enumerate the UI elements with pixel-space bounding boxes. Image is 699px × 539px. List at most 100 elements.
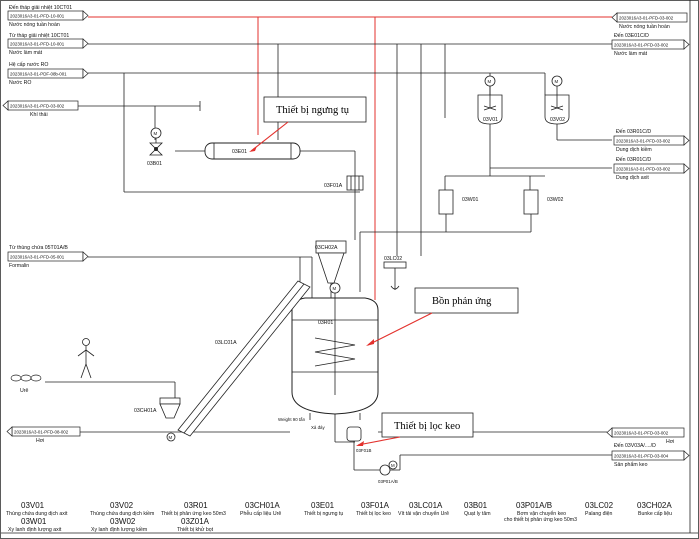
svg-text:Thiết bị ngưng tụ: Thiết bị ngưng tụ [304,511,343,517]
filter-03f01b: 03F01B [346,426,380,471]
svg-text:Xy lanh định lượng axit: Xy lanh định lượng axit [8,527,62,533]
legend-item: 03CH01A Phễu cấp liệu Urê [240,501,281,517]
svg-text:Bunke cấp liệu: Bunke cấp liệu [638,511,672,517]
hoist-tag: 03LC02 [384,256,402,262]
stream-code: 2023016A3-01-PFD-08-002 [14,430,69,435]
svg-text:cho thiết bị phản ứng keo 50m3: cho thiết bị phản ứng keo 50m3 [504,517,577,523]
cylinder-03w02: 03W02 [523,189,564,232]
svg-text:Thiết bị phản ứng keo 50m3: Thiết bị phản ứng keo 50m3 [161,511,226,517]
stream-code: 2023016A3-01-PFD-03-002 [619,16,674,21]
pump-03p01ab: M 03P01A/B [378,454,612,484]
svg-text:Palang điện: Palang điện [585,511,613,517]
motor-label: M [391,463,395,468]
stream-title: Từ thùng chứa 05T01A/B [9,245,68,251]
left-stream-1: Đến tháp giải nhiệt 10CT01 2023016A3-01-… [7,5,89,28]
svg-text:Vít tải vận chuyển Urê: Vít tải vận chuyển Urê [398,510,449,517]
tank-tag: 03V02 [550,117,565,123]
stream-sub: Nước nóng tuần hoàn [9,22,60,28]
svg-text:03F01A: 03F01A [361,501,390,510]
urea-bags: Urê [10,374,42,394]
stream-title: Đến tháp giải nhiệt 10CT01 [9,5,72,11]
right-stream-5: 2023016A3-01-PFD-03-002 Hơi [606,427,685,445]
right-stream-1: 2023016A3-01-PFD-03-002 Nước nóng tuần h… [611,12,688,30]
stream-sub: Khí thải [30,112,48,118]
legend-item: 03E01 Thiết bị ngưng tụ [304,501,343,517]
svg-text:Xy lanh định lượng kiềm: Xy lanh định lượng kiềm [91,527,147,533]
svg-text:03V02: 03V02 [110,501,134,510]
stream-sub: Hơi [666,439,674,445]
stream-code: 2023016A3-01-PFD-05-001 [10,255,65,260]
stream-sub: Dung dịch axit [616,175,649,181]
right-stream-6: Đến 03V03A/..../D 2023016A3-01-PFD-03-00… [611,443,690,468]
hoist-03lc02: 03LC02 [383,256,407,290]
condenser-03e01: 03E01 [175,142,356,240]
stream-sub: Nước làm mát [614,51,648,57]
stream-title: Từ tháp giải nhiệt 10CT01 [9,33,69,39]
screw-conveyor-03lc01a: 03LC01A [177,280,311,437]
legend-item: 03V02 Thùng chứa dung dịch kiềm 03W02 Xy… [90,501,154,533]
legend-item: 03R01 Thiết bị phản ứng keo 50m3 03Z01A … [161,501,226,533]
motor-label: M [169,435,173,440]
svg-text:Thùng chứa dung dịch axit: Thùng chứa dung dịch axit [6,511,68,517]
tank-tag: 03V01 [483,117,498,123]
svg-text:03LC02: 03LC02 [585,501,614,510]
defoamer-03f01a: 03F01A [324,175,364,191]
legend-item: 03B01 Quạt ly tâm [464,501,491,517]
svg-text:Thiết bị lọc keo: Thiết bị lọc keo [356,511,391,517]
callout-filter: Thiết bị lọc keo [356,412,474,446]
stream-sub: Nước nóng tuần hoàn [619,24,670,30]
callout-condenser: Thiết bị ngưng tụ [249,96,367,152]
fan-03b01: M 03B01 [147,127,163,167]
tank-03v02: M 03V02 [544,75,570,125]
motor-label: M [555,79,559,84]
hopper-tag: 03CH01A [134,408,157,414]
left-stream-6: 2023016A3-01-PFD-08-002 Hơi [6,426,81,444]
callout-reactor: Bồn phản ứng [366,287,519,346]
stream-sub: Sản phẩm keo [614,461,648,468]
svg-text:03E01: 03E01 [311,501,335,510]
fan-tag: 03B01 [147,161,162,167]
hopper-tag: 03CH02A [315,245,338,251]
svg-text:03W02: 03W02 [110,517,136,526]
pump-tag: 03P01A/B [378,479,398,484]
motor-label: M [333,286,337,291]
callout-filter-label: Thiết bị lọc keo [394,421,460,432]
svg-text:03R01: 03R01 [184,501,208,510]
svg-text:03Z01A: 03Z01A [181,517,210,526]
stream-code: 2023016A3-01-PFD-03-002 [10,104,65,109]
svg-text:Phễu cấp liệu Urê: Phễu cấp liệu Urê [240,510,281,517]
stream-sub: Formalin [9,263,29,269]
right-stream-3: Đến 03R01C/D 2023016A3-01-PFD-03-002 Dun… [613,129,690,153]
svg-text:Quạt ly tâm: Quạt ly tâm [464,511,491,517]
worker-figure [77,338,95,379]
legend-item: 03V01 Thùng chứa dung dịch axit 03W01 Xy… [6,501,68,533]
reactor-tag: 03R01 [318,320,333,326]
stream-code: 2023016A3-01-PFD-03-002 [614,43,669,48]
stream-sub: Hơi [36,438,44,444]
hopper-03ch01a: 03CH01A M [134,397,181,442]
legend-item: 03LC02 Palang điện [585,501,614,517]
motor-label: M [154,131,158,136]
legend-item: 03CH02A Bunke cấp liệu [637,501,672,517]
legend-item: 03LC01A Vít tải vận chuyển Urê [398,501,449,517]
stream-title: Đến 03V03A/..../D [614,443,656,449]
svg-text:03LC01A: 03LC01A [409,501,443,510]
right-stream-2: Đến 03E01C/D 2023016A3-01-PFD-03-002 Nướ… [611,33,690,57]
stream-title: Đến 03E01C/D [614,33,649,39]
stream-title: Đến 03R01C/D [616,157,651,163]
svg-text:03CH02A: 03CH02A [637,501,672,510]
stream-sub: Dung dịch kiềm [616,147,652,153]
svg-text:03W01: 03W01 [21,517,47,526]
callout-reactor-label: Bồn phản ứng [432,296,492,307]
hopper-03ch02a: 03CH02A [88,240,347,298]
tank-03v01: M 03V01 [477,75,503,125]
stream-sub: Nước làm mát [9,50,43,56]
left-stream-4: 2023016A3-01-PFD-03-002 Khí thải [2,100,79,118]
stream-title: Hệ cấp nước RO [9,62,48,68]
svg-text:03CH01A: 03CH01A [245,501,280,510]
right-stream-4: Đến 03R01C/D 2023016A3-01-PFD-03-002 Dun… [613,157,690,181]
svg-text:Thùng chứa dung dịch kiềm: Thùng chứa dung dịch kiềm [90,511,154,517]
stream-code: 2023016A3-01-PFD-03-004 [614,454,669,459]
